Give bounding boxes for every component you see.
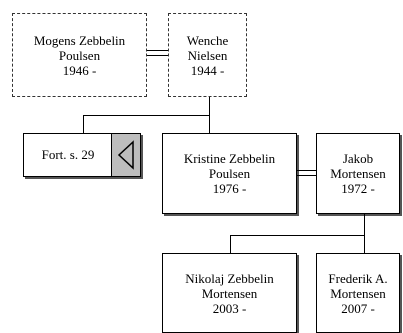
descent-line-horizontal: [83, 115, 210, 116]
person-name-line1: Mogens Zebbelin: [33, 32, 126, 48]
person-box-mogens: Mogens Zebbelin Poulsen 1946 -: [12, 13, 147, 97]
marriage-line-bottom: [147, 55, 168, 56]
person-name-line2: Mortensen: [330, 285, 386, 301]
person-name-line2: Nielsen: [187, 47, 228, 63]
marriage-line-top: [147, 50, 168, 51]
person-name-line1: Nikolaj Zebbelin: [185, 270, 274, 286]
person-years: 2003 -: [212, 300, 247, 316]
person-years: 2007 -: [341, 300, 375, 316]
person-years: 1944 -: [190, 62, 225, 78]
descent-line-right-drop: [364, 235, 365, 253]
person-box-kristine: Kristine Zebbelin Poulsen 1976 -: [162, 133, 297, 214]
person-name-line1: Jakob: [342, 151, 374, 166]
person-name-line2: Poulsen: [208, 166, 251, 181]
person-years: 1976 -: [212, 181, 247, 196]
person-name-line1: Wenche: [186, 32, 229, 48]
descent-line-right-drop: [209, 115, 210, 133]
person-name-line1: Kristine Zebbelin: [183, 151, 276, 166]
person-name-line2: Poulsen: [58, 47, 101, 63]
descent-line-left-drop: [230, 235, 231, 253]
person-name-line2: Mortensen: [201, 285, 258, 301]
descent-line-left-drop: [83, 115, 84, 133]
person-name-line2: Mortensen: [330, 166, 386, 181]
person-box-nikolaj: Nikolaj Zebbelin Mortensen 2003 -: [162, 253, 297, 333]
person-years: 1946 -: [62, 62, 97, 78]
triangle-left-icon[interactable]: [111, 134, 140, 176]
person-name-line1: Frederik A.: [328, 270, 388, 286]
person-box-jakob: Jakob Mortensen 1972 -: [316, 133, 400, 214]
person-box-wenche: Wenche Nielsen 1944 -: [168, 13, 247, 97]
descent-line-vertical: [209, 97, 210, 115]
marriage-line-bottom: [297, 175, 316, 176]
person-years: 1972 -: [341, 181, 375, 196]
continuation-reference[interactable]: Fort. s. 29: [23, 133, 141, 177]
person-box-frederik: Frederik A. Mortensen 2007 -: [316, 253, 400, 333]
marriage-line-top: [297, 170, 316, 171]
descent-line-vertical: [364, 214, 365, 235]
continuation-label: Fort. s. 29: [41, 147, 95, 162]
descent-line-horizontal: [230, 235, 365, 236]
